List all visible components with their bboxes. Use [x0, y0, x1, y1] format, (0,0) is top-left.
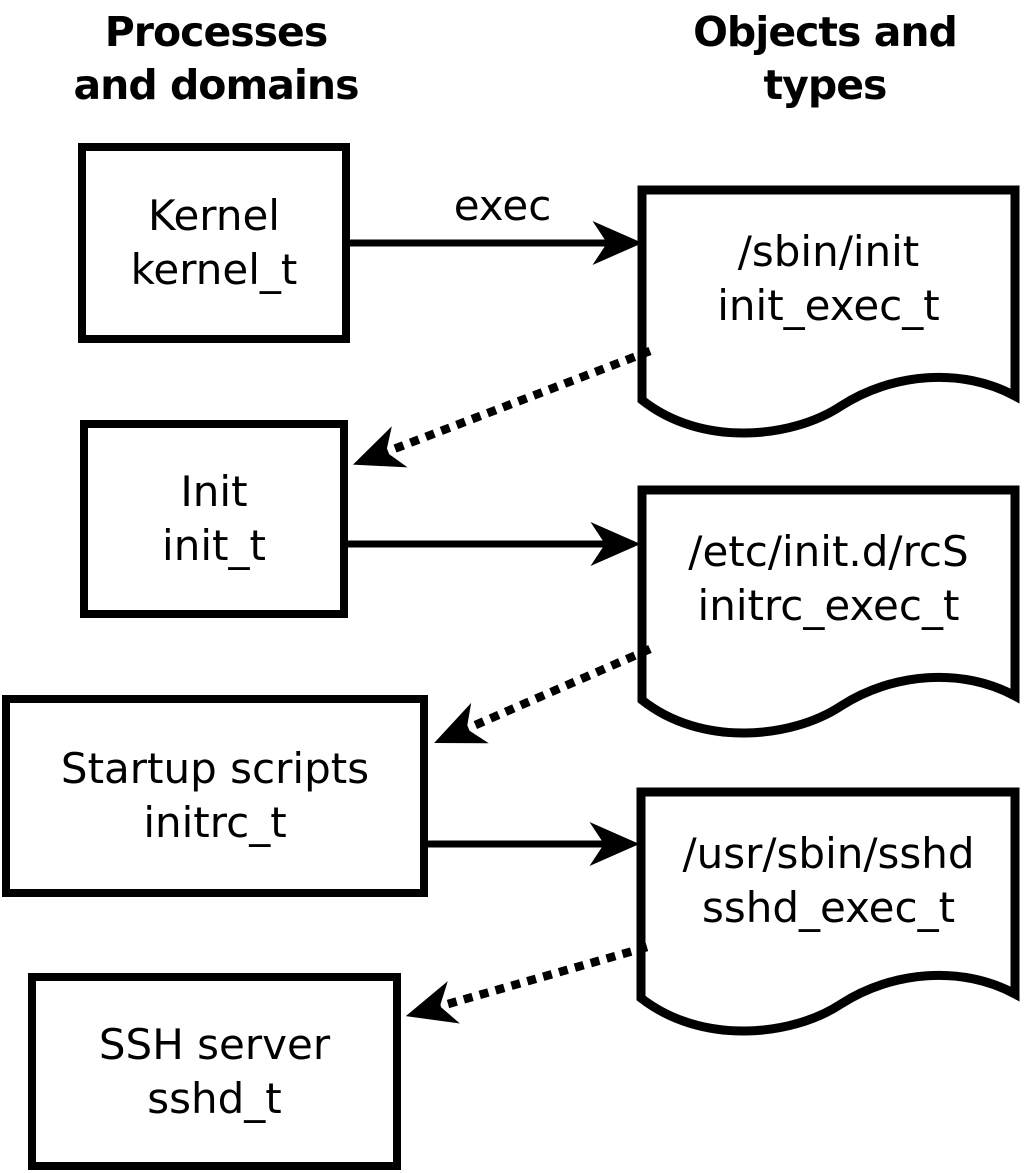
column-header-processes: Processes and domains: [0, 6, 432, 112]
column-header-objects-line2: types: [763, 61, 888, 109]
object-doc-sbin-init: [637, 185, 1020, 438]
process-box-ssh-server: SSH server sshd_t: [28, 973, 401, 1170]
object-label-sbin-init: /sbin/init init_exec_t: [642, 190, 1015, 368]
column-header-processes-line1: Processes: [104, 8, 329, 56]
process-domain: sshd_t: [147, 1073, 282, 1123]
transition-arrow-sbin-init-to-init-t: [352, 347, 652, 468]
object-doc-usr-sbin-sshd: [636, 787, 1020, 1036]
column-header-processes-line2: and domains: [73, 61, 359, 109]
column-header-objects: Objects and types: [628, 6, 1022, 112]
transition-arrow-rcs-to-initrc-t: [434, 645, 652, 744]
object-type: sshd_exec_t: [701, 883, 956, 932]
object-type: initrc_exec_t: [697, 581, 960, 630]
process-name: Kernel: [148, 191, 280, 240]
process-name: Init: [180, 467, 248, 516]
process-box-init: Init init_t: [80, 420, 348, 618]
column-header-objects-line1: Objects and: [693, 8, 958, 56]
process-domain: initrc_t: [143, 798, 287, 847]
object-path: /usr/sbin/sshd: [682, 829, 975, 878]
object-doc-etc-initd-rcs: [637, 485, 1020, 738]
process-name: SSH server: [98, 1019, 331, 1069]
process-box-kernel: Kernel kernel_t: [78, 143, 350, 343]
process-domain: init_t: [162, 521, 266, 570]
process-domain: kernel_t: [130, 245, 298, 294]
process-box-startup-scripts: Startup scripts initrc_t: [2, 695, 428, 897]
object-path: /sbin/init: [737, 227, 920, 276]
transition-arrow-sshd-to-sshd-t: [405, 942, 649, 1024]
exec-arrow-label: exec: [453, 181, 552, 230]
object-label-etc-initd-rcs: /etc/init.d/rcS initrc_exec_t: [642, 490, 1015, 668]
process-name: Startup scripts: [60, 744, 370, 793]
object-type: init_exec_t: [717, 281, 940, 330]
object-label-usr-sbin-sshd: /usr/sbin/sshd sshd_exec_t: [642, 792, 1015, 970]
object-path: /etc/init.d/rcS: [688, 527, 969, 576]
